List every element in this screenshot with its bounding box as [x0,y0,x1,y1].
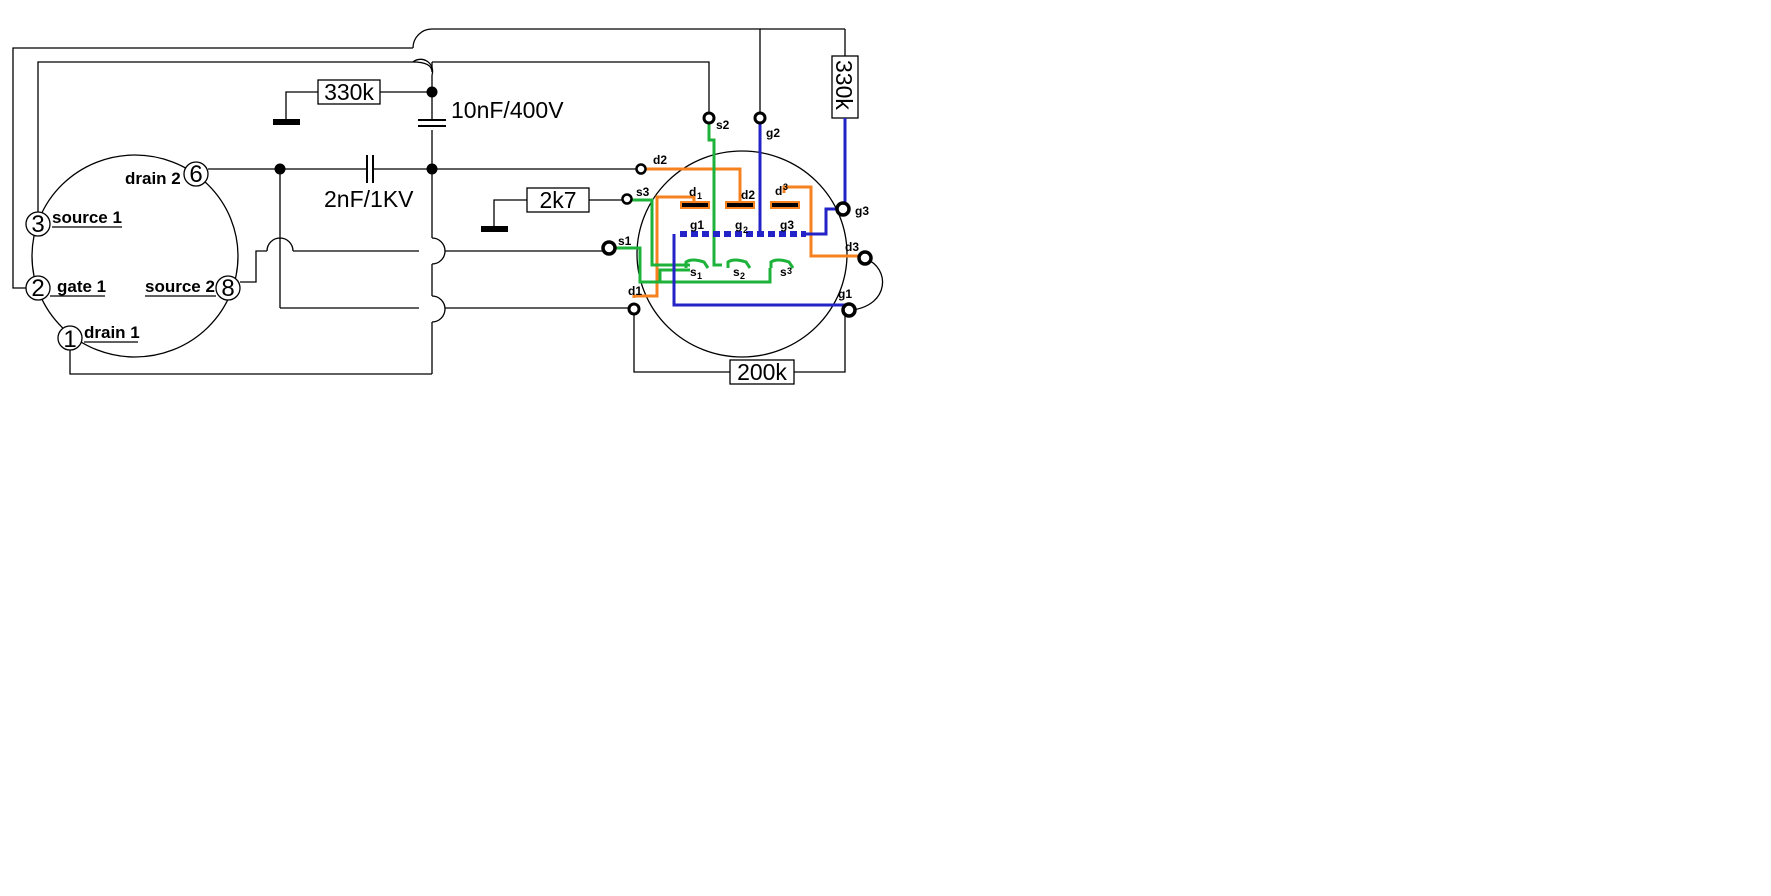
terminal-d3: d3 [845,240,873,266]
terminal-g3: g3 [835,201,869,218]
svg-text:s3: s3 [636,185,650,199]
inner-cathodes: s 1 s 2 s 3 [684,258,795,281]
pin-label-gate-1: gate 1 [57,277,106,296]
resistor-2k7-label: 2k7 [539,187,576,213]
left-pin-2: 2 gate 1 [25,275,106,302]
left-tube-socket: 6 drain 2 3 source 1 2 gate 1 8 source 2… [25,154,241,358]
right-socket-outline [636,150,848,358]
left-pin-6: 6 drain 2 [125,161,209,188]
svg-text:3: 3 [783,182,788,192]
resistor-2k7: 2k7 [481,187,626,232]
svg-text:d2: d2 [653,153,667,167]
terminal-g1: g1 [838,287,857,318]
pin-label-drain-1: drain 1 [84,323,140,342]
svg-text:2: 2 [740,271,745,281]
pin-label-source-1: source 1 [52,208,122,227]
pin-number: 6 [189,161,202,188]
terminal-d2: d2 [635,153,667,175]
svg-text:d: d [689,185,696,199]
capacitor-10nf: 10nF/400V [418,97,564,127]
svg-text:g3: g3 [780,218,794,232]
resistor-330k-label: 330k [324,79,374,105]
svg-text:d3: d3 [845,240,859,254]
svg-text:s: s [780,265,787,279]
capacitor-10nf-label: 10nF/400V [451,97,564,123]
svg-text:g3: g3 [855,204,869,218]
svg-text:s1: s1 [618,234,632,248]
terminal-g2: g2 [753,111,780,140]
capacitor-2nf-label: 2nF/1KV [324,186,414,212]
resistor-200k: 200k [633,314,846,385]
source-wiring [616,124,772,284]
inner-gate-labels: g1 g 2 g3 [690,218,794,235]
ground-symbol [481,226,508,232]
terminal-s1: s1 [601,234,632,256]
resistor-330k-top: 330k [273,79,432,125]
svg-text:s: s [690,265,697,279]
left-pin-8: 8 source 2 [145,275,241,302]
svg-text:1: 1 [697,271,702,281]
svg-text:g1: g1 [838,287,852,301]
svg-text:d: d [775,184,782,198]
terminal-s2: s2 [702,111,730,132]
svg-text:d1: d1 [628,284,642,298]
svg-text:1: 1 [697,191,702,201]
left-socket-outline [31,154,239,358]
ground-symbol [273,119,300,125]
svg-text:2: 2 [743,225,748,235]
capacitor-2nf: 2nF/1KV [324,155,414,212]
svg-text:g2: g2 [766,126,780,140]
black-wiring: 10nF/400V 330k 2nF/1KV [12,28,884,385]
pin-number: 1 [63,326,76,353]
svg-text:g: g [735,218,742,232]
left-pin-1: 1 drain 1 [57,323,140,353]
resistor-200k-label: 200k [737,359,787,385]
gate-wiring [672,118,847,307]
resistor-330k-right-label: 330k [831,60,857,110]
terminal-d1: d1 [627,284,642,316]
svg-text:3: 3 [787,266,792,276]
right-tube-socket: d 1 d2 d 3 g1 g 2 g3 s 1 s 2 s 3 s2 [601,111,873,358]
drain-wiring [632,167,858,298]
pin-number: 8 [221,275,234,302]
pin-label-source-2: source 2 [145,277,215,296]
pin-label-drain-2: drain 2 [125,169,181,188]
svg-text:d2: d2 [741,188,755,202]
resistor-330k-right: 330k [760,28,859,119]
svg-text:s: s [733,265,740,279]
svg-text:g1: g1 [690,218,704,232]
inner-drain-plates: d 1 d2 d 3 [680,182,800,209]
left-pin-3: 3 source 1 [25,208,122,238]
pin-number: 2 [31,275,44,302]
terminal-s3: s3 [621,185,650,205]
pin-number: 3 [31,211,44,238]
svg-text:s2: s2 [716,118,730,132]
